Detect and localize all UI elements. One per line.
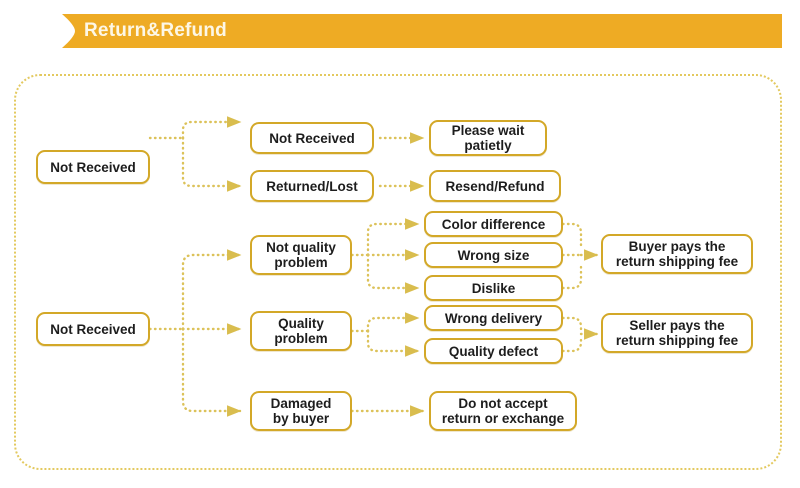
header-banner: Return&Refund	[62, 14, 782, 48]
node-seller-pays[interactable]: Seller pays the return shipping fee	[601, 313, 753, 353]
node-resend-refund[interactable]: Resend/Refund	[429, 170, 561, 202]
header-banner-shape	[62, 14, 782, 48]
node-wrong-size[interactable]: Wrong size	[424, 242, 563, 268]
node-not-quality-problem[interactable]: Not quality problem	[250, 235, 352, 275]
node-returned-lost[interactable]: Returned/Lost	[250, 170, 374, 202]
node-not-received-1[interactable]: Not Received	[36, 150, 150, 184]
node-quality-defect[interactable]: Quality defect	[424, 338, 563, 364]
node-do-not-accept[interactable]: Do not accept return or exchange	[429, 391, 577, 431]
node-please-wait[interactable]: Please wait patietly	[429, 120, 547, 156]
node-buyer-pays[interactable]: Buyer pays the return shipping fee	[601, 234, 753, 274]
node-not-received-2[interactable]: Not Received	[250, 122, 374, 154]
node-color-difference[interactable]: Color difference	[424, 211, 563, 237]
node-not-received-3[interactable]: Not Received	[36, 312, 150, 346]
node-damaged-by-buyer[interactable]: Damaged by buyer	[250, 391, 352, 431]
node-dislike[interactable]: Dislike	[424, 275, 563, 301]
page-title: Return&Refund	[84, 20, 227, 41]
node-quality-problem[interactable]: Quality problem	[250, 311, 352, 351]
node-wrong-delivery[interactable]: Wrong delivery	[424, 305, 563, 331]
